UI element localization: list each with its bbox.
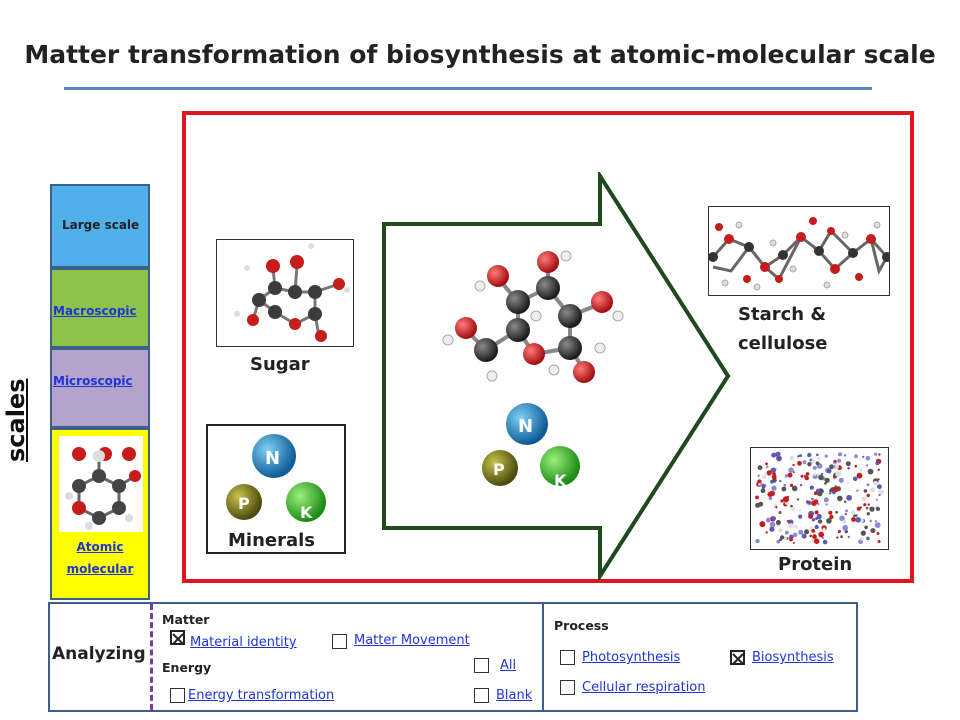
material-identity-checkbox[interactable] (170, 630, 185, 645)
scale-atomic-molecular[interactable]: Atomic molecular (50, 428, 150, 600)
page-title: Matter transformation of biosynthesis at… (24, 40, 936, 69)
protein-label: Protein (778, 554, 853, 575)
transformation-arrow (382, 172, 731, 580)
blank-checkbox[interactable] (474, 688, 489, 703)
minerals-image: N P K (206, 424, 346, 554)
atomic-line-1: Atomic (76, 540, 124, 554)
atomic-molecule-thumbnail (59, 436, 143, 532)
energy-transformation-checkbox[interactable] (170, 688, 185, 703)
sugar-label: Sugar (250, 354, 310, 375)
atomic-line-2: molecular (66, 562, 134, 576)
biosynthesis-link[interactable]: Biosynthesis (752, 650, 834, 665)
blank-link[interactable]: Blank (496, 688, 533, 703)
all-checkbox[interactable] (474, 658, 489, 673)
matter-movement-link[interactable]: Matter Movement (354, 633, 470, 648)
analyzing-divider (150, 604, 153, 710)
mineral-n-text: N (265, 448, 280, 469)
scale-large[interactable]: Large scale (50, 184, 150, 268)
central-p-text: P (493, 460, 505, 479)
central-minerals: N P K (482, 403, 580, 490)
analyzing-panel: Analyzing Matter Material identity Matte… (48, 602, 544, 712)
process-panel: Process Photosynthesis Biosynthesis Cell… (542, 602, 858, 712)
scale-microscopic[interactable]: Microscopic (50, 348, 150, 428)
protein-image (750, 447, 889, 550)
central-n-text: N (518, 416, 533, 437)
checkmark-x-icon (172, 633, 184, 645)
scale-macroscopic[interactable]: Macroscopic (50, 268, 150, 348)
scale-atomic-molecular-link[interactable]: Atomic molecular (52, 536, 148, 580)
diagram-frame (182, 111, 914, 583)
matter-heading: Matter (162, 612, 210, 627)
central-k-text: K (554, 471, 567, 490)
scale-microscopic-link[interactable]: Microscopic (53, 374, 133, 388)
biosynthesis-checkbox[interactable] (730, 650, 745, 665)
analyzing-label: Analyzing (52, 644, 146, 664)
sugar-image (216, 239, 354, 347)
matter-movement-checkbox[interactable] (332, 634, 347, 649)
energy-transformation-link[interactable]: Energy transformation (188, 688, 335, 703)
central-glucose-molecule (442, 250, 624, 383)
photosynthesis-checkbox[interactable] (560, 650, 575, 665)
energy-heading: Energy (162, 660, 212, 675)
process-heading: Process (554, 618, 609, 633)
material-identity-link[interactable]: Material identity (190, 635, 297, 650)
scales-vertical-label: scales (2, 378, 30, 463)
scale-large-label: Large scale (62, 218, 140, 232)
all-link[interactable]: All (500, 658, 517, 673)
scale-macroscopic-link[interactable]: Macroscopic (53, 304, 137, 318)
starch-label-line2: cellulose (738, 333, 828, 354)
minerals-label: Minerals (228, 530, 316, 551)
mineral-p-text: P (238, 494, 250, 513)
title-underline (64, 87, 872, 90)
checkmark-x-icon (732, 653, 744, 665)
starch-label-line1: Starch & (738, 304, 827, 325)
photosynthesis-link[interactable]: Photosynthesis (582, 650, 681, 665)
cellular-respiration-checkbox[interactable] (560, 680, 575, 695)
starch-cellulose-image (708, 206, 892, 296)
mineral-k-text: K (300, 503, 313, 522)
cellular-respiration-link[interactable]: Cellular respiration (582, 680, 706, 695)
